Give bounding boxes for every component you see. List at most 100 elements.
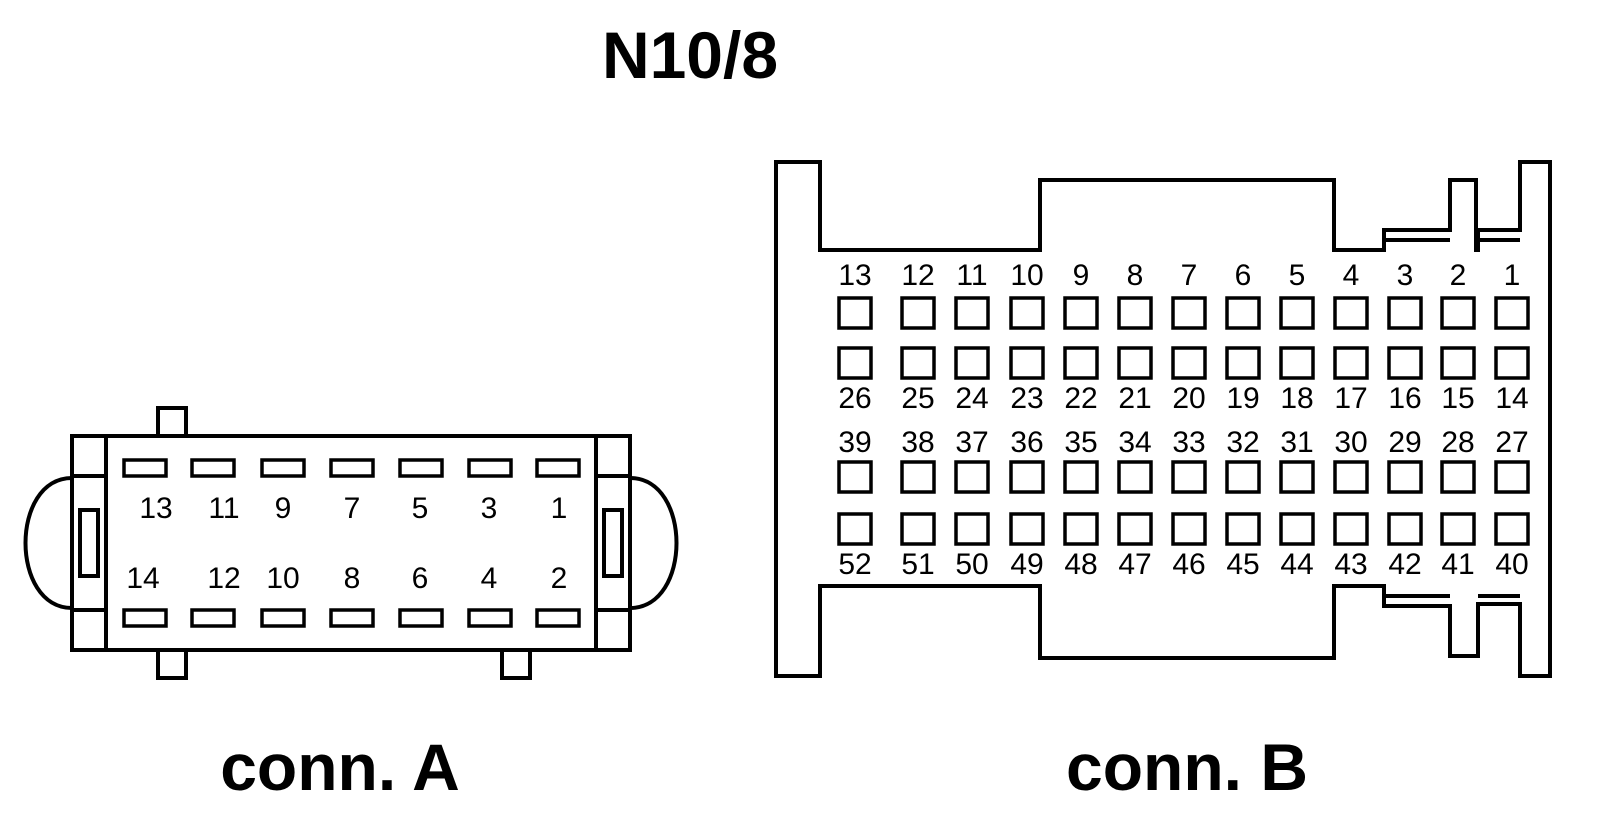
connector-b-pin xyxy=(1117,346,1153,380)
connector-b-pin-label: 31 xyxy=(1280,426,1313,459)
connector-b-pin xyxy=(1225,512,1261,546)
connector-a-bottom-key-left xyxy=(156,646,188,680)
connector-a-bottom-slots xyxy=(122,608,581,628)
connector-b-pin xyxy=(1117,460,1153,494)
connector-b-shell xyxy=(774,160,1552,678)
connector-b-pin xyxy=(837,512,873,546)
connector-b-pin-label: 25 xyxy=(901,382,934,415)
connector-b-pin xyxy=(954,296,990,330)
connector-b-pin-label: 42 xyxy=(1388,548,1421,581)
connector-b-pin xyxy=(1440,296,1476,330)
connector-a-top-slot xyxy=(535,458,581,478)
connector-a-bottom-slot xyxy=(329,608,375,628)
diagram-title: N10/8 xyxy=(602,18,778,92)
connector-a-pin-label: 5 xyxy=(412,492,429,525)
connector-b-pin-label: 26 xyxy=(838,382,871,415)
connector-b-pin-label: 23 xyxy=(1010,382,1043,415)
connector-b-pin xyxy=(1387,460,1423,494)
connector-b-pin-label: 7 xyxy=(1181,259,1198,292)
connector-b-pin xyxy=(1225,346,1261,380)
connector-b-pin-label: 12 xyxy=(901,259,934,292)
connector-b-pin xyxy=(1279,296,1315,330)
connector-b-pin-label: 27 xyxy=(1495,426,1528,459)
connector-b-pin-label: 30 xyxy=(1334,426,1367,459)
connector-b-pin-label: 1 xyxy=(1504,259,1521,292)
connector-a-pin-label: 11 xyxy=(208,492,239,525)
connector-a-bottom-slot xyxy=(122,608,168,628)
connector-b-pin xyxy=(954,460,990,494)
connector-a-top-slot xyxy=(122,458,168,478)
connector-b-pin xyxy=(1009,512,1045,546)
connector-b-pin-label: 17 xyxy=(1334,382,1367,415)
connector-b-pin xyxy=(837,460,873,494)
connector-a-pin-label: 2 xyxy=(551,562,568,595)
connector-b-pin-label: 13 xyxy=(838,259,871,292)
connector-b-pin xyxy=(1063,512,1099,546)
connector-b-pin xyxy=(1009,346,1045,380)
connector-b-pin-label: 16 xyxy=(1388,382,1421,415)
connector-b-pin-label: 22 xyxy=(1064,382,1097,415)
connector-b-pin-label: 40 xyxy=(1495,548,1528,581)
connector-b-pin xyxy=(1117,296,1153,330)
connector-b-pin-label: 29 xyxy=(1388,426,1421,459)
connector-b-pin xyxy=(1333,296,1369,330)
connector-b-pin-label: 6 xyxy=(1235,259,1252,292)
connector-a-top-slot xyxy=(467,458,513,478)
connector-b-pin-label: 52 xyxy=(838,548,871,581)
connector-a-pin-label: 1 xyxy=(551,492,568,525)
connector-b-pin-label: 34 xyxy=(1118,426,1151,459)
connector-b-pin xyxy=(1171,512,1207,546)
connector-b-pin-label: 50 xyxy=(955,548,988,581)
connector-a-pin-label: 13 xyxy=(139,492,172,525)
connector-a-bottom-slot xyxy=(260,608,306,628)
connector-a-pin-label: 4 xyxy=(481,562,498,595)
connector-b-pin-label: 18 xyxy=(1280,382,1313,415)
connector-b-pin-label: 43 xyxy=(1334,548,1367,581)
connector-b-pin-label: 49 xyxy=(1010,548,1043,581)
connector-a-bottom-key-right xyxy=(500,646,532,680)
connector-b-pin xyxy=(1387,296,1423,330)
connector-b-pin-label: 4 xyxy=(1343,259,1360,292)
connector-b-pin xyxy=(1387,346,1423,380)
connector-b-pin-label: 35 xyxy=(1064,426,1097,459)
connector-b-pin-label: 41 xyxy=(1441,548,1474,581)
connector-b-pin xyxy=(837,296,873,330)
connector-b-pin xyxy=(1387,512,1423,546)
connector-a-top-slots xyxy=(122,458,581,478)
connector-b-pins xyxy=(837,296,1530,546)
connector-b-pin-label: 33 xyxy=(1172,426,1205,459)
connector-b-pin-label: 39 xyxy=(838,426,871,459)
connector-a-top-slot xyxy=(260,458,306,478)
connector-b-pin xyxy=(1009,296,1045,330)
connector-a-pin-label: 10 xyxy=(266,562,299,595)
connector-b-pin-label: 48 xyxy=(1064,548,1097,581)
connector-b-pin xyxy=(1225,296,1261,330)
connector-a-left-latch xyxy=(23,475,74,611)
connector-b-pin xyxy=(1333,346,1369,380)
connector-a-caption: conn. A xyxy=(220,730,460,804)
connector-b-pin xyxy=(837,346,873,380)
connector-b-pin-label: 10 xyxy=(1010,259,1043,292)
connector-b-pin xyxy=(954,512,990,546)
connector-b-pin xyxy=(1440,460,1476,494)
connector-a-bottom-slot xyxy=(190,608,236,628)
connector-b-pin-label: 51 xyxy=(901,548,934,581)
connector-b-pin xyxy=(1333,512,1369,546)
connector-a-pin-label: 9 xyxy=(275,492,292,525)
connector-a-bottom-slot xyxy=(398,608,444,628)
connector-b-pin-label: 14 xyxy=(1495,382,1528,415)
connector-a-top-slot xyxy=(190,458,236,478)
connector-a-pin-label: 14 xyxy=(126,562,159,595)
connector-b-pin-label: 9 xyxy=(1073,259,1090,292)
connector-b-pin xyxy=(900,460,936,494)
connector-b-pin xyxy=(1494,296,1530,330)
connector-a-top-slot xyxy=(329,458,375,478)
connector-b-pin xyxy=(1063,346,1099,380)
connector-b-pin xyxy=(1494,460,1530,494)
connector-b-pin xyxy=(1279,346,1315,380)
connector-a-top-key xyxy=(156,406,188,440)
